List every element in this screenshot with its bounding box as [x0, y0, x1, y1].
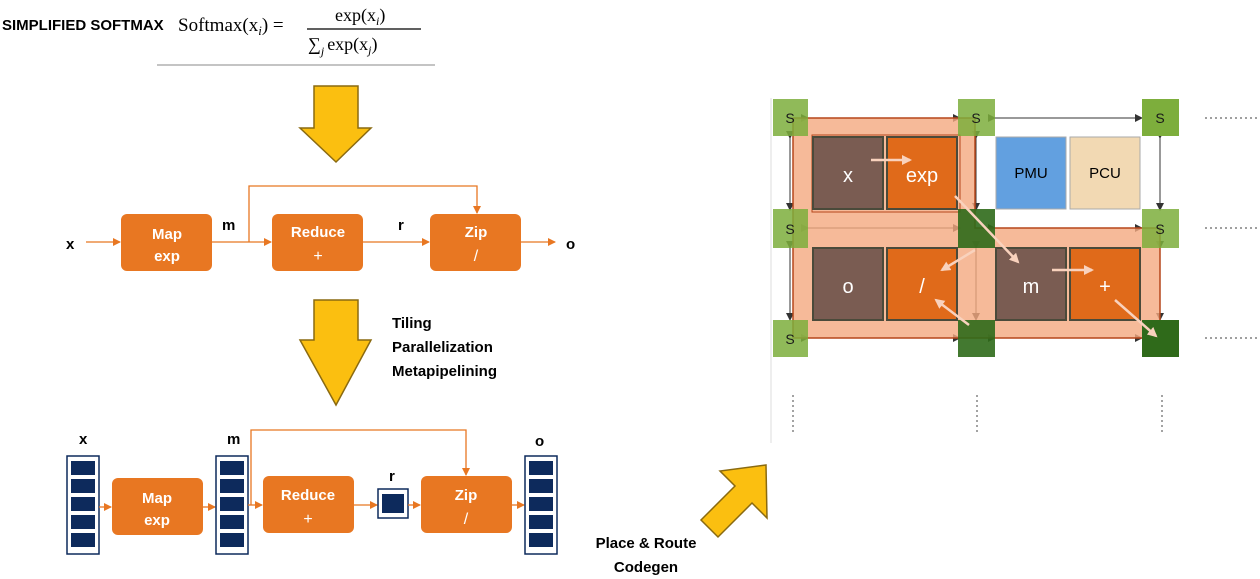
svg-text:exp: exp — [154, 248, 180, 265]
transform-steps: Tiling Parallelization Metapipelining — [392, 315, 497, 380]
cell-o — [812, 247, 884, 321]
svg-text:PMU: PMU — [1014, 165, 1047, 182]
pipeline-2: x Map exp m Reduce + r — [66, 429, 558, 555]
buffer-m-label: m — [227, 431, 240, 448]
svg-text:S: S — [971, 110, 980, 126]
switch-r3c3 — [1142, 320, 1179, 357]
buffer-m — [215, 455, 249, 555]
down-arrow-2-icon — [298, 299, 373, 407]
buffer-x-label: x — [79, 431, 88, 448]
reduce-sum-block-tiled — [263, 476, 354, 533]
switch-r2c1: S — [773, 209, 808, 248]
cell-m — [995, 247, 1067, 321]
cell-x — [812, 136, 884, 210]
input-x-label: x — [66, 236, 75, 253]
pmu-unit — [995, 136, 1067, 210]
svg-text:Zip: Zip — [455, 487, 478, 504]
down-arrow-1-icon — [298, 85, 373, 164]
buffer-r-label: r — [389, 468, 395, 485]
svg-text:o: o — [842, 276, 853, 298]
svg-text:exp(xi): exp(xi) — [335, 5, 385, 28]
wire-m-label: m — [222, 217, 235, 234]
map-exp-block — [121, 214, 212, 271]
svg-text:Softmax(xi) =: Softmax(xi) = — [178, 15, 284, 38]
cell-exp — [886, 136, 958, 210]
svg-text:/: / — [474, 248, 479, 265]
svg-text:Map: Map — [142, 490, 172, 507]
svg-text:+: + — [303, 511, 312, 528]
svg-text:m: m — [1023, 276, 1040, 298]
svg-text:/: / — [464, 511, 469, 528]
switch-r2c2 — [958, 209, 995, 248]
svg-text:Zip: Zip — [465, 224, 488, 241]
step-metapipelining: Metapipelining — [392, 363, 497, 380]
svg-text:/: / — [919, 276, 925, 298]
buffer-r — [377, 488, 409, 519]
svg-text:+: + — [1099, 276, 1111, 298]
step-parallelization: Parallelization — [392, 339, 493, 356]
svg-text:S: S — [1155, 110, 1164, 126]
svg-text:S: S — [1155, 221, 1164, 237]
svg-text:x: x — [843, 165, 853, 187]
switch-r3c2 — [958, 320, 995, 357]
map-exp-block-tiled — [112, 478, 203, 535]
svg-text:S: S — [785, 331, 794, 347]
svg-text:Reduce: Reduce — [291, 224, 345, 241]
codegen-label: Codegen — [614, 559, 678, 576]
output-o-label: o — [566, 236, 575, 253]
cell-plus — [1069, 247, 1141, 321]
zip-div-block-tiled — [421, 476, 512, 533]
switch-r1c2: S — [958, 99, 995, 136]
switch-r3c1: S — [773, 320, 808, 357]
buffer-o — [524, 455, 558, 555]
svg-text:+: + — [313, 248, 322, 265]
buffer-x — [66, 455, 100, 555]
svg-text:S: S — [785, 110, 794, 126]
svg-text:S: S — [785, 221, 794, 237]
svg-text:exp: exp — [144, 512, 170, 529]
slide-title: SIMPLIFIED SOFTMAX — [2, 17, 164, 34]
svg-text:PCU: PCU — [1089, 165, 1121, 182]
svg-text:exp: exp — [906, 165, 938, 187]
switch-r2c3: S — [1142, 209, 1179, 248]
fabric-grid: x exp PMU PCU o / m + S S S S — [770, 98, 1258, 443]
diagonal-arrow-icon — [699, 464, 768, 539]
step-tiling: Tiling — [392, 315, 432, 332]
pipeline-1: x Map exp m Reduce + r Zip / o — [66, 185, 575, 271]
svg-text:Reduce: Reduce — [281, 487, 335, 504]
pcu-unit — [1069, 136, 1141, 210]
wire-r-label: r — [398, 217, 404, 234]
reduce-sum-block — [272, 214, 363, 271]
zip-div-block — [430, 214, 521, 271]
buffer-o-label: o — [535, 433, 544, 450]
place-route-label: Place & Route — [596, 535, 697, 552]
switch-r1c3: S — [1142, 99, 1179, 136]
switch-r1c1: S — [773, 99, 808, 136]
svg-text:Map: Map — [152, 226, 182, 243]
